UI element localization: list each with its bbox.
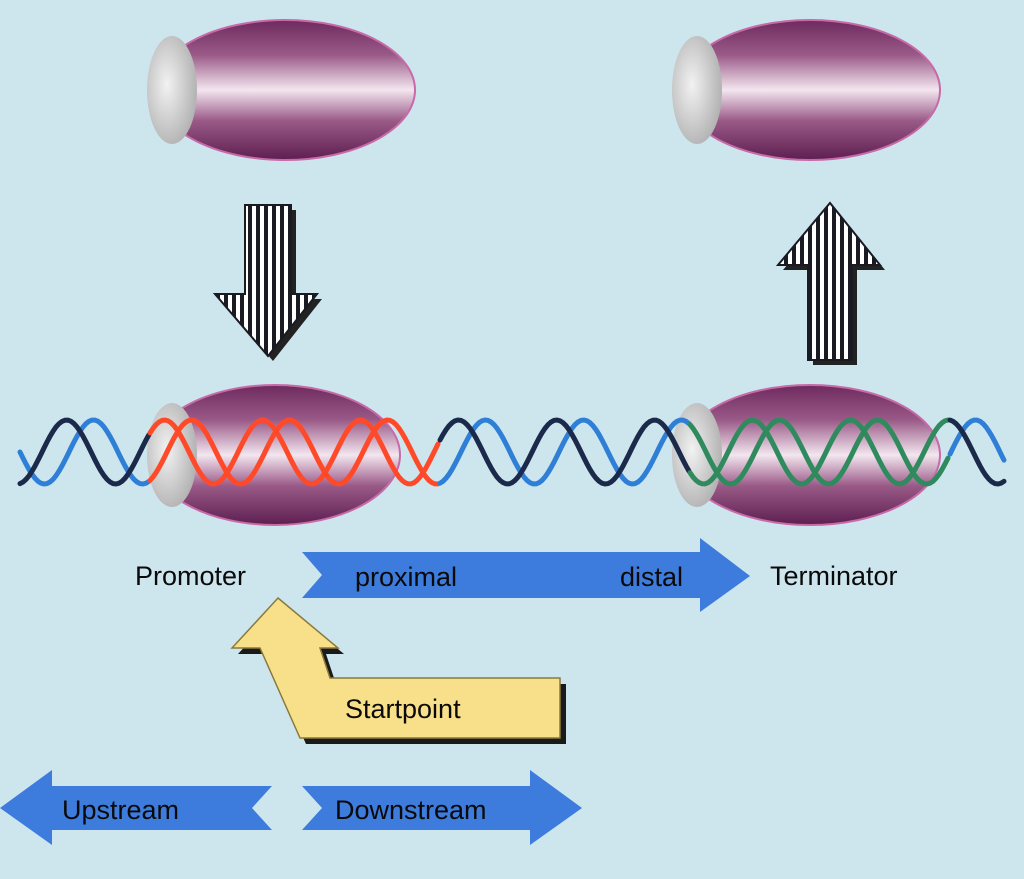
dna-strand-segment xyxy=(947,417,1007,487)
dna-strand-segment xyxy=(17,417,152,487)
dna-strand-segment xyxy=(17,417,152,487)
upstream-label: Upstream xyxy=(62,795,179,825)
dna-strand-segment xyxy=(437,417,692,487)
polymerase-top-left xyxy=(147,19,416,161)
distal-label: distal xyxy=(620,562,683,592)
startpoint-label: Startpoint xyxy=(345,694,461,724)
upstream-arrow: Upstream xyxy=(0,770,272,845)
promoter-label: Promoter xyxy=(135,561,246,591)
downstream-arrow: Downstream xyxy=(302,770,582,845)
dna-double-helix xyxy=(17,417,1007,487)
terminator-label: Terminator xyxy=(770,561,898,591)
dna-strand-segment xyxy=(947,417,1007,463)
dna-strand-segment xyxy=(687,417,951,487)
polymerase-at-promoter xyxy=(147,384,401,526)
dna-strand-segment xyxy=(147,417,441,487)
dna-strand-segment xyxy=(687,417,951,487)
transcription-direction-arrow: proximal distal xyxy=(302,538,750,612)
startpoint-arrow: Startpoint xyxy=(230,596,566,744)
proximal-label: proximal xyxy=(355,562,457,592)
downstream-label: Downstream xyxy=(335,795,487,825)
dna-strand-segment xyxy=(437,417,692,487)
dna-strand-segment xyxy=(147,417,441,487)
up-arrow-release xyxy=(775,201,885,365)
down-arrow-binding xyxy=(212,204,322,361)
polymerase-top-right xyxy=(672,19,941,161)
